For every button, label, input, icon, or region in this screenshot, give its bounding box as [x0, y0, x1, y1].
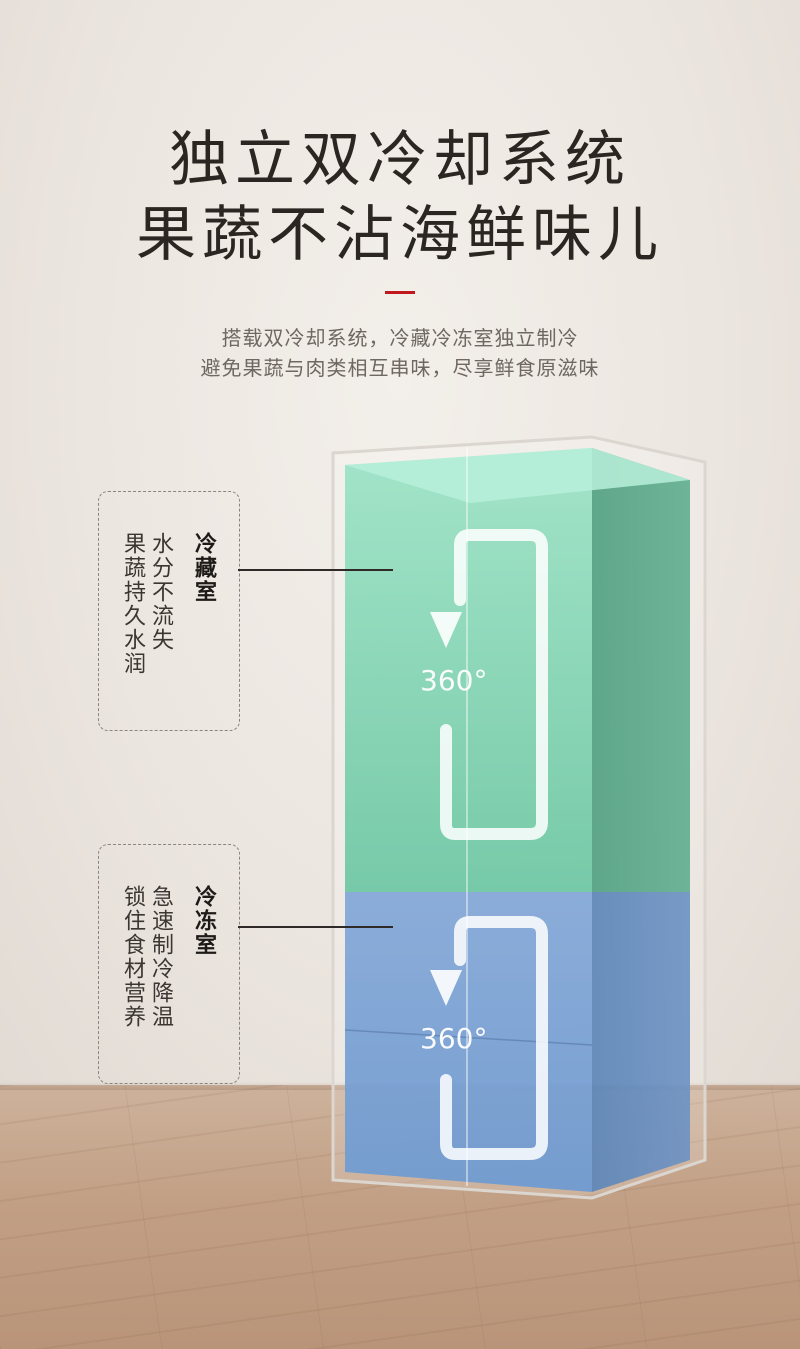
subtitle-line-2: 避免果蔬与肉类相互串味，尽享鲜食原滋味 — [200, 356, 600, 380]
fridge-callout: 果蔬持久水润 水分不流失 冷藏室 — [98, 491, 240, 731]
subtitle-line-1: 搭载双冷却系统，冷藏冷冻室独立制冷 — [221, 326, 579, 350]
fridge-compartment-shape — [345, 448, 690, 892]
red-divider — [385, 291, 415, 294]
freezer-callout: 锁住食材营养 急速制冷降温 冷冻室 — [98, 844, 240, 1084]
freezer-feature-col-2: 锁住食材营养 — [120, 885, 145, 1029]
heading-line-1: 独立双冷却系统 — [169, 125, 631, 195]
freezer-leader-line — [238, 926, 393, 928]
fridge-compartment-name: 冷藏室 — [191, 532, 217, 604]
airflow-loop-top — [440, 529, 548, 840]
fridge-leader-line — [238, 569, 393, 571]
fridge-rotation-label: 360° — [420, 664, 488, 697]
arrow-down-icon — [430, 970, 462, 1006]
fridge-feature-col-2: 果蔬持久水润 — [120, 532, 145, 676]
airflow-loop-bottom — [440, 916, 548, 1160]
freezer-compartment-name: 冷冻室 — [191, 885, 217, 957]
heading-line-2: 果蔬不沾海鲜味儿 — [136, 200, 664, 270]
freezer-compartment-shape — [344, 892, 690, 1192]
arrow-down-icon — [430, 612, 462, 648]
freezer-rotation-label: 360° — [420, 1022, 488, 1055]
fridge-feature-col-1: 水分不流失 — [148, 532, 173, 652]
freezer-feature-col-1: 急速制冷降温 — [148, 885, 173, 1029]
